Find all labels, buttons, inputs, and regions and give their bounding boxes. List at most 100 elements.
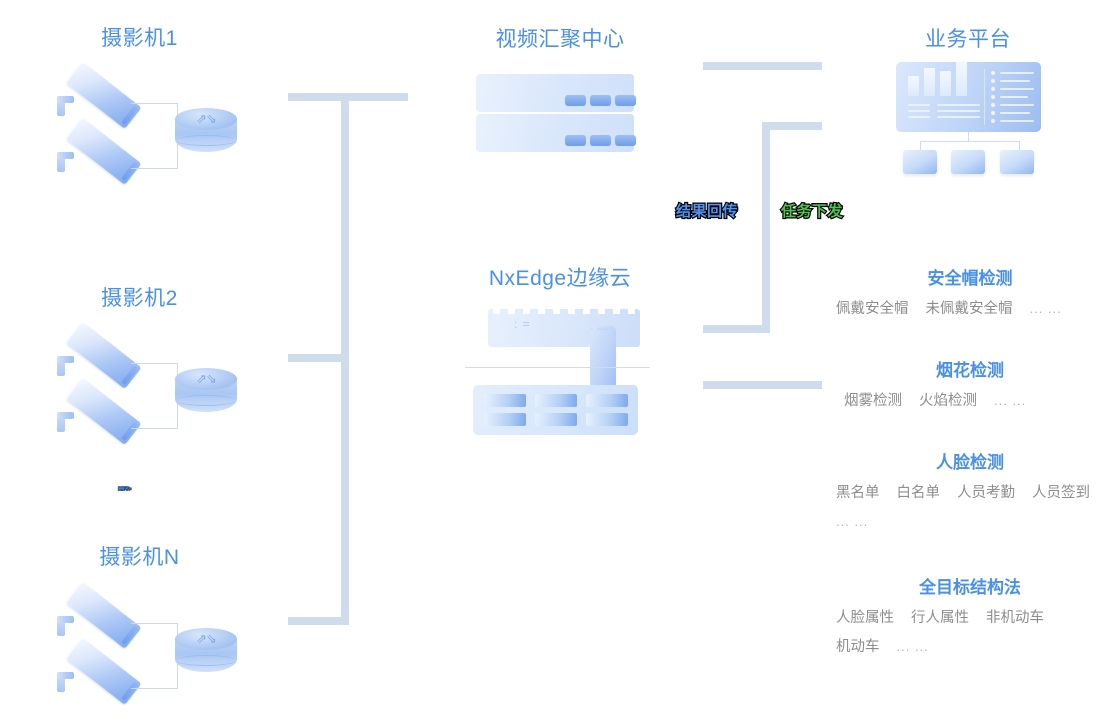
dashboard-text-line: [937, 116, 959, 118]
camera-mount-icon: [57, 616, 74, 636]
router-icon: ⇗⇘: [175, 108, 237, 162]
dashboard-text-line: [937, 110, 959, 112]
edge-cloud-divider: [465, 367, 650, 368]
platform-node-stem: [968, 132, 969, 142]
dashboard-list-line: [1000, 112, 1030, 114]
capability-item-more: ... ...: [994, 393, 1027, 408]
edge-cloud-title: NxEdge边缘云: [488, 267, 632, 290]
camera-mount-icon: [57, 356, 74, 376]
capability-item: 火焰检测: [919, 393, 977, 409]
edge-cloud-device-icon: : = · —: [488, 309, 640, 396]
flow-label-task-dispatch: 任务下发: [780, 202, 844, 221]
edge-chip-right-glyph: · —: [590, 324, 616, 396]
rack-led-indicator: [615, 135, 636, 146]
camera-mount-icon: [57, 412, 74, 432]
capability-title: 安全帽检测: [927, 269, 1013, 288]
capability-items: 人脸属性 行人属性 非机动车 机动车 ... ...: [836, 608, 1104, 657]
video-center-rack: [476, 74, 636, 112]
server-slot: [535, 394, 577, 407]
camera-group-n-title: 摄影机N: [99, 546, 180, 569]
dashboard-list-bullet: [991, 103, 995, 107]
dashboard-list-bullet: [991, 71, 995, 75]
dashboard-text-line: [937, 104, 959, 106]
capability-title: 人脸检测: [936, 453, 1004, 472]
server-slot: [535, 413, 577, 426]
dashboard-list-bullet: [991, 119, 995, 123]
server-slot: [484, 413, 526, 426]
flow-bracket-vertical: [762, 122, 770, 333]
camera-bracket: [131, 363, 178, 429]
capability-item-more: ... ...: [1029, 301, 1062, 316]
capability-item-more: ... ...: [836, 514, 869, 529]
edge-chip-notches: [493, 309, 635, 314]
camera-group-2-title: 摄影机2: [101, 287, 178, 310]
dashboard-separator: [984, 69, 985, 125]
router-icon: ⇗⇘: [175, 628, 237, 682]
dashboard-chart-bar: [940, 71, 951, 96]
platform-child-node: [1000, 150, 1034, 174]
rack-led-indicator: [565, 135, 586, 146]
capability-item: 人脸属性: [836, 610, 894, 626]
dashboard-chart-bar: [908, 76, 919, 96]
dashboard-icon: [896, 62, 1041, 132]
capability-title: 烟花检测: [936, 361, 1004, 380]
capability-item: 白名单: [896, 485, 941, 501]
rack-led-indicator: [590, 95, 611, 106]
capability-item: 烟雾检测: [844, 393, 902, 409]
capability-block-fire: 烟花检测 烟雾检测 火焰检测 ... ...: [836, 356, 1104, 411]
dashboard-list-line: [1000, 96, 1028, 98]
dashboard-list-bullet: [991, 87, 995, 91]
camera-mount-icon: [57, 152, 74, 172]
capability-block-face: 人脸检测 黑名单 白名单 人员考勤 人员签到 ... ...: [836, 448, 1104, 532]
dashboard-text-line: [958, 104, 980, 106]
capability-item: 佩戴安全帽: [836, 301, 909, 317]
camera-group-n: ⇗⇘: [45, 580, 295, 710]
dashboard-text-line: [958, 110, 980, 112]
dashboard-text-line: [908, 110, 930, 112]
capability-items: 烟雾检测 火焰检测 ... ...: [836, 391, 1104, 411]
edge-chip-left-glyph: : =: [514, 317, 531, 331]
flow-bracket-bottom: [703, 325, 770, 333]
dashboard-list-line: [1000, 88, 1034, 90]
capability-items: 黑名单 白名单 人员考勤 人员签到 ... ...: [836, 483, 1104, 532]
dashboard-chart-bar: [956, 62, 967, 96]
platform-node-connector: [920, 141, 1020, 151]
dashboard-text-line: [908, 116, 930, 118]
rack-led-indicator: [615, 95, 636, 106]
server-slot: [586, 394, 628, 407]
capability-block-helmet: 安全帽检测 佩戴安全帽 未佩戴安全帽 ... ...: [836, 264, 1104, 319]
dashboard-text-line: [958, 116, 980, 118]
platform-title: 业务平台: [925, 28, 1011, 51]
capability-item: 人员考勤: [957, 485, 1015, 501]
camera-bracket: [131, 623, 178, 689]
capability-item: 非机动车: [986, 610, 1044, 626]
edge-cloud-server-icon: [473, 385, 638, 435]
flow-label-result-upload: 结果回传: [675, 202, 739, 221]
trunk-branch-middle: [288, 354, 346, 362]
trunk-branch-bottom: [288, 617, 346, 625]
capability-item-more: ... ...: [896, 639, 929, 654]
dashboard-list-bullet: [991, 79, 995, 83]
capability-item: 人员签到: [1032, 485, 1090, 501]
capability-items: 佩戴安全帽 未佩戴安全帽 ... ...: [836, 299, 1104, 319]
platform-child-node: [903, 150, 937, 174]
dashboard-list-bullet: [991, 111, 995, 115]
router-icon: ⇗⇘: [175, 368, 237, 422]
video-center-title: 视频汇聚中心: [495, 28, 625, 51]
camera-group-1-title: 摄影机1: [101, 27, 178, 50]
platform-link-bottom: [703, 381, 822, 389]
dashboard-chart-bar: [924, 68, 935, 96]
dashboard-list-line: [1000, 104, 1034, 106]
camera-group-2: ⇗⇘: [45, 320, 295, 450]
camera-mount-icon: [57, 96, 74, 116]
dashboard-list-bullet: [991, 95, 995, 99]
capability-block-structure: 全目标结构法 人脸属性 行人属性 非机动车 机动车 ... ...: [836, 573, 1104, 657]
capability-item: 黑名单: [836, 485, 880, 501]
rack-led-indicator: [565, 95, 586, 106]
platform-link-top: [703, 62, 822, 70]
dashboard-list-line: [1000, 72, 1034, 74]
capability-item: 未佩戴安全帽: [925, 301, 1013, 317]
dashboard-list-line: [1000, 80, 1030, 82]
camera-mount-icon: [57, 672, 74, 692]
